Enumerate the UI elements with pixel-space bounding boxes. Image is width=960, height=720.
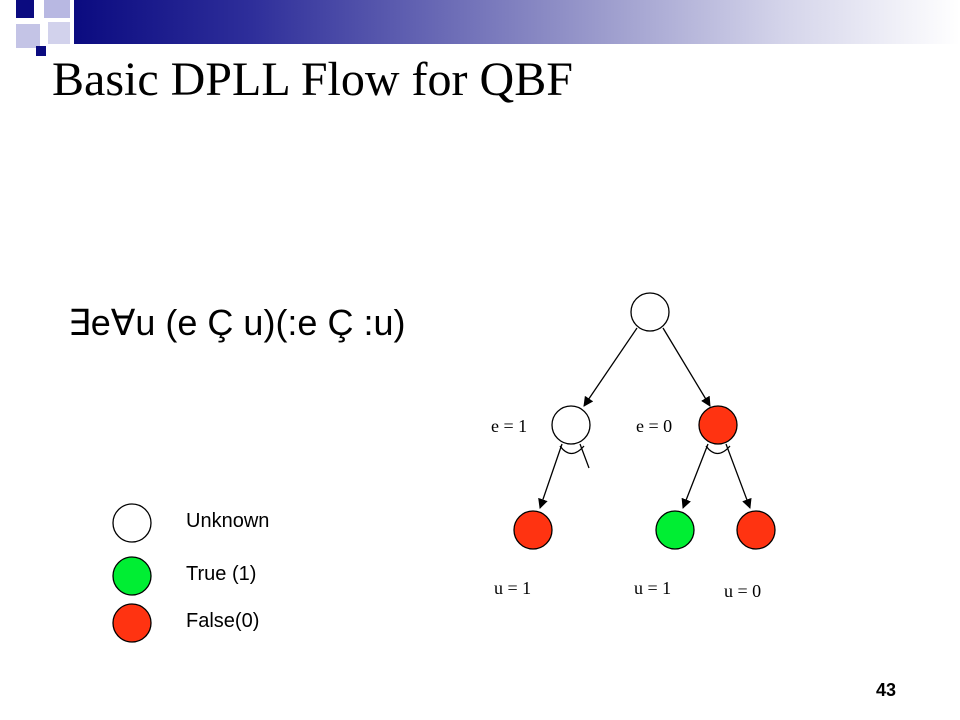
legend-swatch-false <box>112 603 152 643</box>
universal-arc-left <box>559 445 585 455</box>
corner-square-lavender <box>48 22 70 44</box>
corner-square-navy <box>16 0 34 18</box>
qbf-formula: ∃e∀u (e Ç u)(:e Ç :u) <box>68 302 406 343</box>
edge-e1-stub <box>579 443 590 469</box>
page-number: 43 <box>876 680 897 700</box>
legend-label-false: False(0) <box>186 610 260 632</box>
label-e-equals-1: e = 1 <box>491 416 527 436</box>
node-root-unknown <box>630 292 670 332</box>
edge-root-to-e1 <box>583 327 638 407</box>
edge-e0-to-u0 <box>725 443 752 509</box>
node-right-u0-false <box>736 510 776 550</box>
legend-swatch-unknown <box>112 503 152 543</box>
label-left-u-equals-1: u = 1 <box>494 578 531 598</box>
corner-square-navy <box>36 46 46 56</box>
label-e-equals-0: e = 0 <box>636 416 672 436</box>
legend-label-true: True (1) <box>186 563 257 585</box>
legend-label-unknown: Unknown <box>186 510 270 532</box>
legend-swatch-true <box>112 556 152 596</box>
node-e1-unknown <box>551 405 591 445</box>
label-right-u-equals-1: u = 1 <box>634 578 671 598</box>
edge-root-to-e0 <box>662 327 711 407</box>
label-right-u-equals-0: u = 0 <box>724 581 761 601</box>
edge-e1-to-u1 <box>538 443 563 509</box>
corner-square-lavender <box>16 24 40 48</box>
node-e0-false <box>698 405 738 445</box>
slide-title: Basic DPLL Flow for QBF <box>52 53 573 106</box>
corner-square-lavender <box>44 0 70 18</box>
title-bar <box>74 0 960 44</box>
universal-arc-right <box>705 445 731 455</box>
edge-e0-to-u1 <box>681 443 709 509</box>
node-left-u1-false <box>513 510 553 550</box>
node-right-u1-true <box>655 510 695 550</box>
